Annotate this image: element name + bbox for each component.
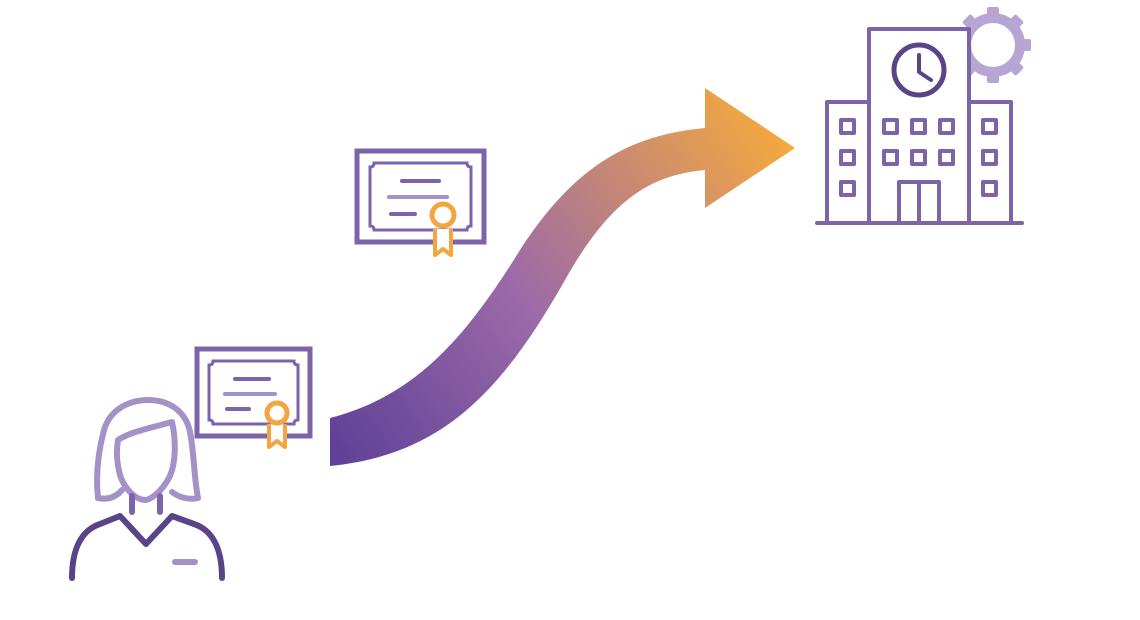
office-building-icon (815, 27, 1024, 225)
certificate-icon (194, 346, 313, 449)
person-icon (69, 397, 225, 581)
arrow-icon (330, 88, 795, 466)
certificate-icon (354, 148, 487, 257)
clock-icon (891, 42, 947, 98)
